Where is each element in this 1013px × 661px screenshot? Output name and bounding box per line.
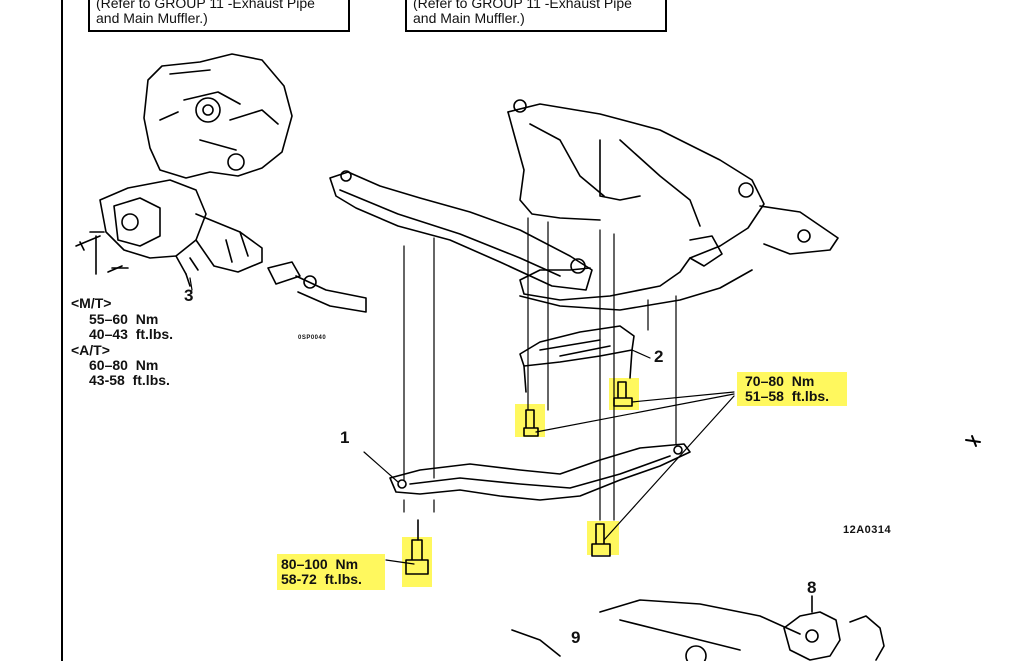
bracket-part-2 bbox=[519, 325, 635, 393]
callout-2: 2 bbox=[654, 347, 664, 366]
alignment-lines bbox=[403, 217, 677, 521]
transmission-assembly bbox=[75, 53, 293, 287]
front-bolt-torque-nm: 80–100 Nm bbox=[281, 556, 359, 572]
bolts bbox=[89, 231, 633, 575]
highlight-front-bolt-torque bbox=[277, 554, 385, 590]
front-bolt-torque-ftlbs: 58-72 ft.lbs. bbox=[281, 571, 362, 587]
page-margin-line bbox=[61, 0, 63, 661]
reference-note-right: (Refer to GROUP 11 -Exhaust Pipe and Mai… bbox=[405, 0, 667, 32]
callout-1: 1 bbox=[340, 428, 350, 447]
mt-label: <M/T> bbox=[71, 295, 112, 311]
highlight-bolt-d bbox=[402, 537, 432, 587]
reference-note-right-line2: and Main Muffler.) bbox=[413, 10, 525, 26]
at-torque-nm: 60–80 Nm bbox=[89, 357, 159, 373]
small-figure-code: 0SP0040 bbox=[298, 335, 327, 341]
reference-note-right-line1: (Refer to GROUP 11 -Exhaust Pipe bbox=[413, 0, 632, 11]
lower-partial-parts bbox=[511, 595, 885, 661]
edge-mark bbox=[965, 435, 981, 447]
leader-lines bbox=[189, 277, 735, 565]
at-torque-ftlbs: 43-58 ft.lbs. bbox=[89, 372, 170, 388]
reference-note-left: (Refer to GROUP 11 -Exhaust Pipe and Mai… bbox=[88, 0, 350, 32]
callout-8: 8 bbox=[807, 578, 817, 597]
reference-note-left-line1: (Refer to GROUP 11 -Exhaust Pipe bbox=[96, 0, 315, 11]
reference-note-left-line2: and Main Muffler.) bbox=[96, 10, 208, 26]
crossmember-torque-nm: 70–80 Nm bbox=[745, 373, 815, 389]
crossmember-assembly bbox=[329, 99, 839, 311]
support-member-part-1 bbox=[389, 443, 691, 501]
mt-torque-ftlbs: 40–43 ft.lbs. bbox=[89, 326, 174, 342]
propeller-shaft bbox=[267, 261, 367, 313]
mt-torque-nm: 55–60 Nm bbox=[89, 311, 159, 327]
highlight-crossmember-torque bbox=[737, 372, 847, 406]
figure-code: 12A0314 bbox=[843, 524, 892, 536]
at-label: <A/T> bbox=[71, 342, 110, 358]
callout-3: 3 bbox=[184, 286, 194, 305]
crossmember-torque-ftlbs: 51–58 ft.lbs. bbox=[745, 388, 830, 404]
callout-9: 9 bbox=[571, 628, 581, 647]
